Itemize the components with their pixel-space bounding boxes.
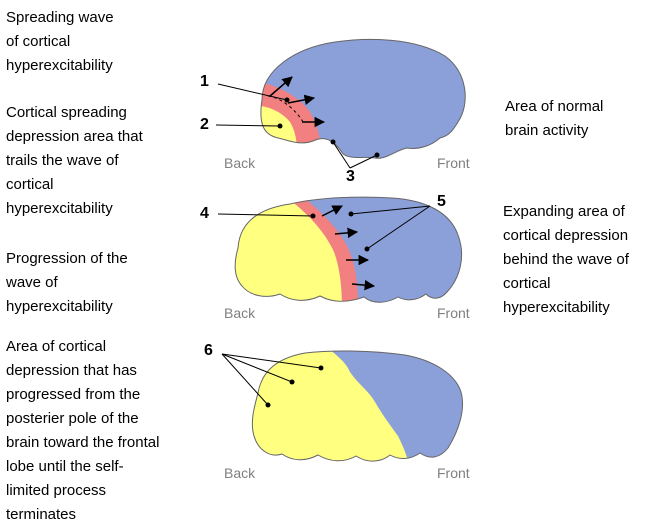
- brain-diagram-3: [221, 350, 463, 462]
- callout-number-3: 3: [346, 168, 355, 185]
- callout-number-4: 4: [200, 205, 209, 222]
- brain-diagram-2: [217, 196, 463, 303]
- normal-region: [318, 350, 463, 462]
- depression-region: [235, 200, 342, 303]
- callout-line-3: [349, 154, 378, 169]
- callout-dot-2: [277, 123, 283, 129]
- back-label: Back: [224, 305, 256, 321]
- callout-dot-5: [348, 211, 354, 217]
- label-cortical-depression: Area of cortical depression that has pro…: [6, 338, 160, 523]
- callout-line-6: [221, 353, 269, 406]
- label-csd-area: Cortical spreading depression area that …: [6, 104, 143, 217]
- brain-outline: [234, 196, 463, 303]
- spread-arrow: [321, 205, 343, 217]
- label-spreading-wave: Spreading wave of cortical hyperexcitabi…: [6, 9, 114, 74]
- back-label: Back: [224, 155, 256, 171]
- spread-arrow: [287, 94, 316, 105]
- callout-dot-4: [310, 213, 316, 219]
- callout-number-5: 5: [437, 193, 446, 210]
- callout-line-1: [217, 83, 288, 101]
- back-label: Back: [224, 465, 256, 481]
- callout-line-6: [221, 353, 293, 383]
- callout-dot-6: [289, 379, 295, 385]
- label-normal-activity: Area of normal brain activity: [505, 98, 604, 139]
- brain-outline: [251, 350, 463, 462]
- callout-dot-3: [374, 152, 380, 158]
- callout-line-5: [366, 205, 431, 250]
- spread-arrow: [269, 76, 293, 97]
- callout-line-5: [350, 205, 431, 215]
- callout-number-2: 2: [200, 116, 209, 133]
- front-label: Front: [437, 305, 470, 321]
- callout-dot-1: [284, 97, 290, 103]
- spread-arrow: [334, 227, 359, 239]
- callout-line-2: [215, 124, 281, 127]
- front-label: Front: [437, 155, 470, 171]
- callout-line-6: [221, 353, 322, 369]
- callout-number-6: 6: [204, 342, 213, 359]
- callout-line-3: [332, 141, 351, 169]
- spread-arrow: [351, 279, 376, 291]
- label-progression: Progression of the wave of hyperexcitabi…: [6, 250, 128, 315]
- callout-number-1: 1: [200, 73, 209, 90]
- callout-line-4: [217, 213, 314, 217]
- front-label: Front: [437, 465, 470, 481]
- label-expanding-area: Expanding area of cortical depression be…: [503, 203, 629, 316]
- callout-dot-3: [330, 139, 336, 145]
- brain-outline: [260, 38, 466, 159]
- brain-diagram-1: [215, 38, 466, 169]
- callout-dot-6: [318, 365, 324, 371]
- callout-dot-5: [364, 246, 370, 252]
- callout-dot-6: [265, 402, 271, 408]
